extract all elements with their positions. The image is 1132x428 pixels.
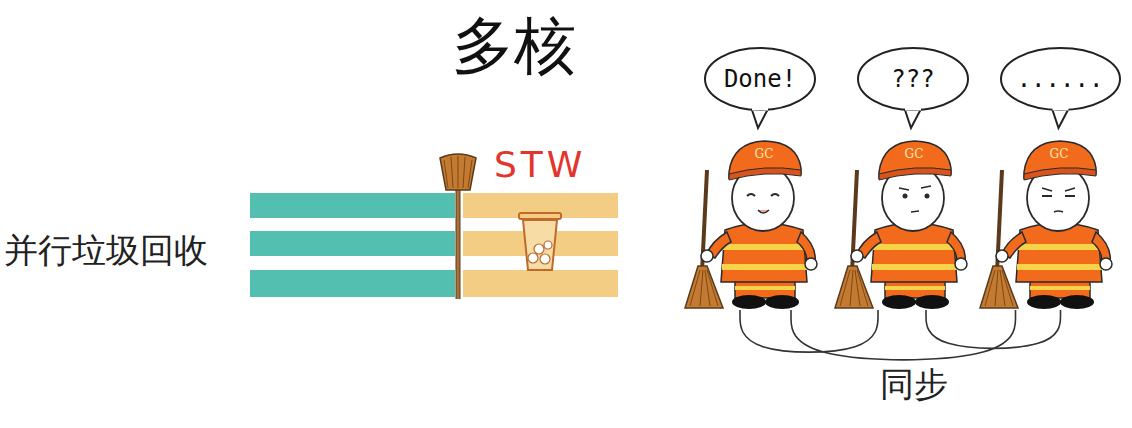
speech-bubble: ??? (856, 46, 970, 132)
reflective-stripe (723, 244, 806, 250)
broom-head (835, 266, 873, 308)
reflective-stripe (873, 244, 956, 250)
running-bar (250, 231, 455, 256)
cap-brim (729, 168, 801, 180)
trouser-stripe (735, 286, 795, 290)
garbage-ball (540, 254, 550, 264)
worker-figure (978, 138, 1128, 310)
reflective-stripe (1017, 264, 1102, 270)
eye (1065, 195, 1075, 197)
broom-stick (457, 185, 460, 299)
sync-label: 同步 (880, 362, 948, 408)
bubble-joint (905, 108, 921, 111)
speech-bubble: ...... (999, 46, 1122, 132)
title: 多核 (452, 4, 576, 88)
paused-bar (463, 270, 618, 297)
trash-can (519, 213, 561, 270)
cap-brim (879, 168, 951, 180)
gc-worker: GC (833, 138, 983, 310)
broom-bristles (840, 270, 868, 306)
broom-stick (456, 185, 461, 299)
speech-text: Done! (724, 65, 796, 93)
row-label: 并行垃圾回收 (4, 228, 208, 274)
worker-figure (683, 138, 833, 310)
boot (732, 295, 766, 309)
bubble-ellipse (705, 48, 815, 110)
mouth (1054, 211, 1063, 212)
speech-text: ...... (1017, 65, 1104, 93)
reflective-stripe (1018, 244, 1101, 250)
hand (805, 258, 817, 270)
bubble-body: Done! (703, 46, 817, 112)
bubble-joint (1052, 108, 1068, 111)
brow (1042, 188, 1075, 191)
broom-divider (440, 154, 476, 299)
stw-label: STW (494, 144, 586, 185)
broom-head (440, 154, 476, 190)
bubble-body: ??? (856, 46, 970, 112)
thread-bars (250, 193, 618, 297)
brow (899, 186, 931, 190)
eye (925, 194, 930, 199)
cap-brim (1024, 168, 1096, 180)
garbage-ball (528, 253, 538, 263)
hand (701, 250, 713, 262)
mouth (911, 211, 919, 212)
boot (765, 295, 799, 309)
hand (955, 258, 967, 270)
hand (996, 250, 1008, 262)
worker-figure (833, 138, 983, 310)
running-bar (250, 193, 455, 218)
hand (851, 250, 863, 262)
bubble-joint (752, 108, 768, 111)
broom-bristles (444, 156, 472, 188)
gc-worker: GC (978, 138, 1128, 310)
broom-bristles (985, 270, 1013, 306)
eye (903, 194, 908, 199)
eye (771, 194, 779, 196)
gc-worker: GC (683, 138, 833, 310)
running-bar (250, 270, 455, 297)
garbage-ball (534, 244, 544, 254)
broom-head (685, 266, 723, 308)
trash-body (523, 220, 557, 270)
speech-text: ??? (891, 65, 934, 93)
mouth (758, 210, 769, 213)
bubble-tail (1051, 107, 1069, 128)
trouser-stripe (1030, 286, 1090, 290)
boot (1060, 295, 1094, 309)
trouser-stripe (885, 286, 945, 290)
paused-bar (463, 193, 618, 218)
bubble-ellipse (1001, 48, 1120, 110)
eye (747, 194, 755, 196)
broom-bristles (690, 270, 718, 306)
reflective-stripe (872, 264, 957, 270)
cap-badge: GC (1050, 147, 1069, 161)
bubble-ellipse (858, 48, 968, 110)
boot (882, 295, 916, 309)
eye (1042, 195, 1052, 197)
bubble-tail (904, 107, 922, 128)
garbage-ball (544, 241, 552, 249)
broom-head (980, 266, 1018, 308)
boot (1027, 295, 1061, 309)
boot (915, 295, 949, 309)
sync-link (791, 310, 1016, 360)
cap-badge: GC (755, 147, 774, 161)
speech-bubble: Done! (703, 46, 817, 132)
sync-link (926, 310, 1061, 348)
trash-lid (519, 213, 561, 219)
cap-badge: GC (905, 147, 924, 161)
bubble-tail (751, 107, 769, 128)
hand (1100, 258, 1112, 270)
reflective-stripe (722, 264, 807, 270)
bubble-body: ...... (999, 46, 1122, 112)
